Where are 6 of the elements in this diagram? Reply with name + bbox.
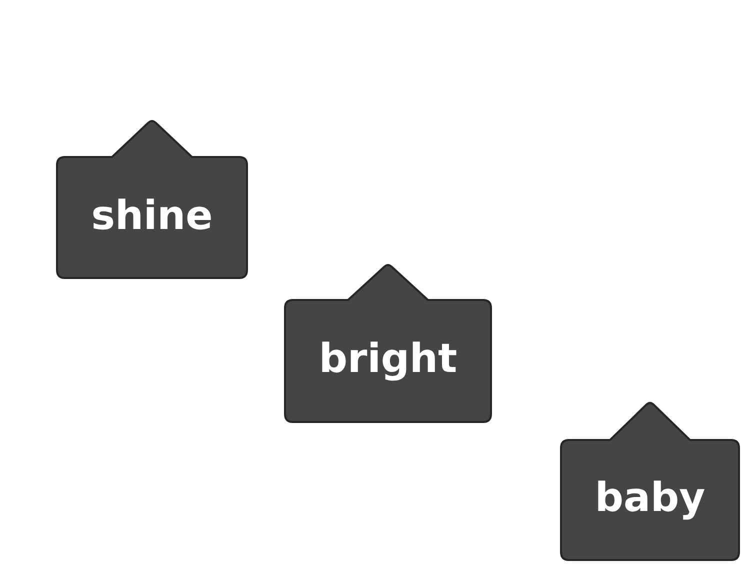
tag-shape	[57, 121, 247, 278]
tag-label: bright	[318, 339, 458, 379]
tag-label: baby	[594, 478, 706, 518]
tag-label: shine	[90, 196, 214, 236]
tag-shape	[285, 265, 491, 422]
tag-shape	[561, 403, 739, 560]
